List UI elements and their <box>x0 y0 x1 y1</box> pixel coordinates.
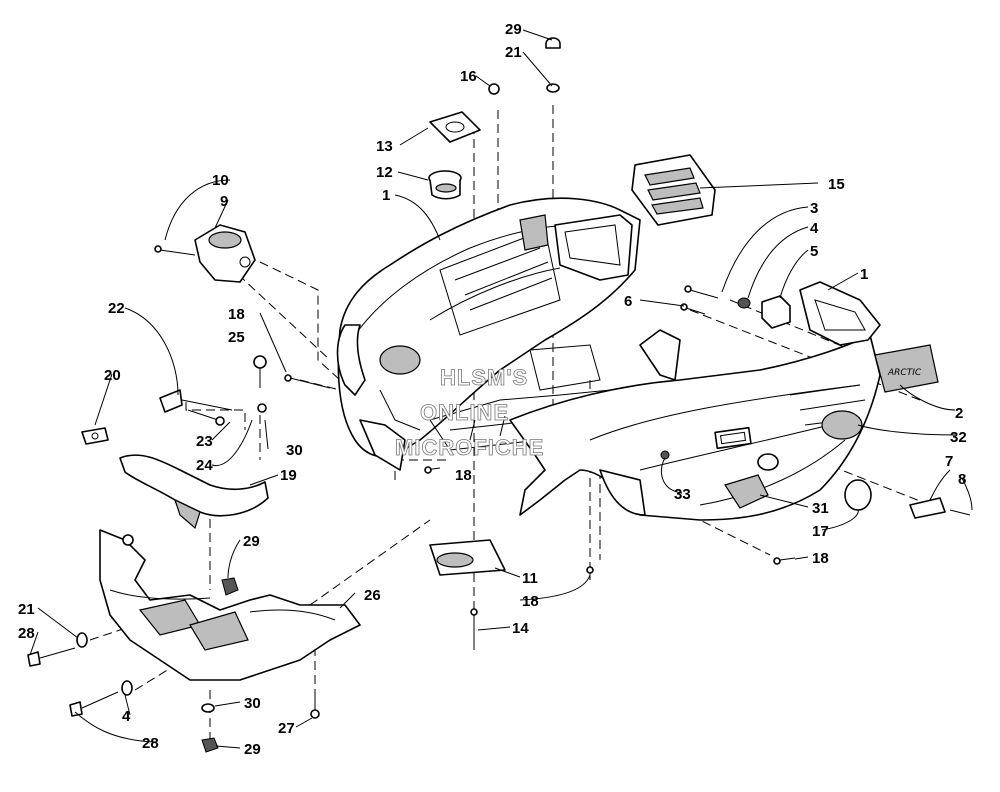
callout-26: 26 <box>364 587 381 604</box>
callout-10: 10 <box>212 172 229 189</box>
callout-31: 31 <box>812 500 829 517</box>
callout-27: 27 <box>278 720 295 737</box>
callout-labels: 29 21 16 13 12 1 10 9 15 3 4 5 1 6 22 18… <box>18 21 967 758</box>
callout-7: 7 <box>945 453 953 470</box>
right-nose-cap <box>799 281 881 346</box>
callout-28: 28 <box>18 625 35 642</box>
hardware <box>27 37 971 753</box>
callout-13: 13 <box>376 138 393 155</box>
belly-pan-fairing <box>509 334 881 521</box>
callout-30: 30 <box>286 442 303 459</box>
callout-32: 32 <box>950 429 967 446</box>
callout-1-right: 1 <box>860 266 868 283</box>
callout-1: 1 <box>382 187 390 204</box>
watermark-line-2: ONLINE <box>420 400 509 425</box>
callout-2: 2 <box>955 405 963 422</box>
callout-23: 23 <box>196 433 213 450</box>
callout-24: 24 <box>196 457 213 474</box>
callout-4-low: 4 <box>122 708 131 725</box>
callout-20: 20 <box>104 367 121 384</box>
callout-18-right: 18 <box>812 550 829 567</box>
callout-9: 9 <box>220 193 228 210</box>
leader-lines <box>29 29 973 749</box>
brand-badge-text: ARCTIC <box>887 368 922 378</box>
callout-22: 22 <box>108 300 125 317</box>
watermark: HLSM'S ONLINE MICROFICHE <box>395 365 544 461</box>
callout-29-left: 29 <box>243 533 260 550</box>
callout-5: 5 <box>810 243 818 260</box>
callout-19: 19 <box>280 467 297 484</box>
callout-29-bottom: 29 <box>244 741 261 758</box>
callout-18-low: 18 <box>522 593 539 610</box>
callout-11: 11 <box>522 570 538 587</box>
callout-29: 29 <box>505 21 522 38</box>
callout-15: 15 <box>828 176 845 193</box>
callout-4: 4 <box>810 220 819 237</box>
callout-3: 3 <box>810 200 818 217</box>
callout-8: 8 <box>958 471 966 488</box>
callout-28-low: 28 <box>142 735 159 752</box>
callout-6: 6 <box>624 293 632 310</box>
callout-30-low: 30 <box>244 695 261 712</box>
callout-18-mid: 18 <box>455 467 472 484</box>
brand-badge: ARCTIC <box>874 344 939 393</box>
watermark-line-1: HLSM'S <box>440 365 528 390</box>
callout-17: 17 <box>812 523 829 540</box>
callout-33: 33 <box>674 486 691 503</box>
callout-21: 21 <box>505 44 522 61</box>
callout-16: 16 <box>460 68 477 85</box>
watermark-line-3: MICROFICHE <box>395 435 544 460</box>
callout-14: 14 <box>512 620 529 637</box>
callout-21-left: 21 <box>18 601 35 618</box>
callout-12: 12 <box>376 164 393 181</box>
callout-25: 25 <box>228 329 245 346</box>
callout-18: 18 <box>228 306 245 323</box>
